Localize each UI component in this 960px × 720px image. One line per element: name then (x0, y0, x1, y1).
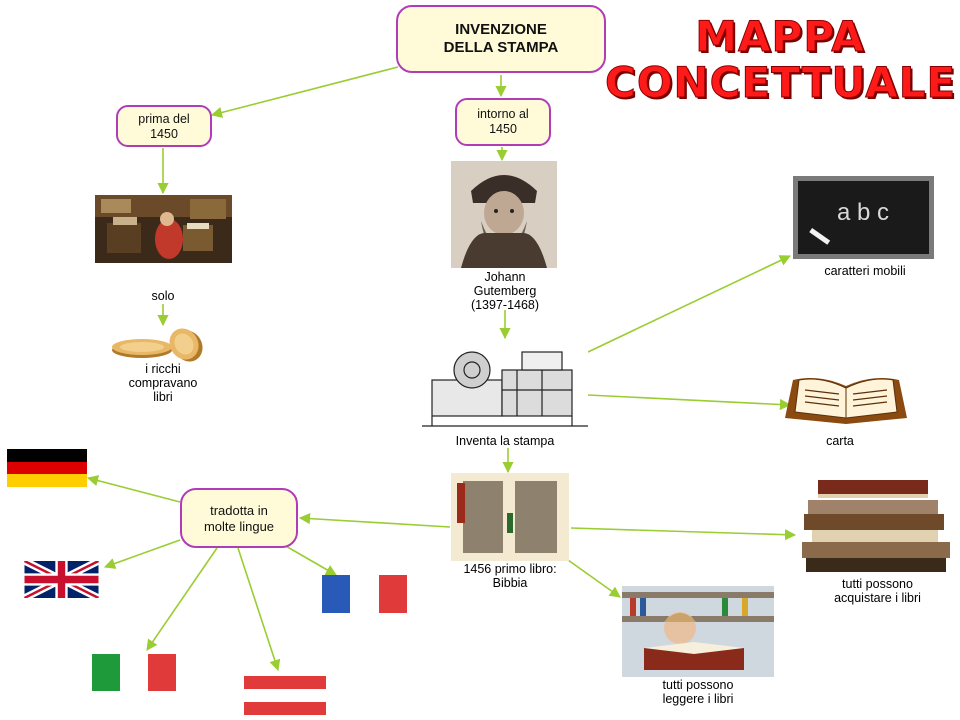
gutenberg-portrait (451, 161, 557, 268)
title-line1: MAPPA (695, 12, 865, 61)
french-flag (322, 575, 407, 613)
open-book-image (785, 378, 907, 424)
medieval-scribe-image (95, 195, 232, 263)
arrow-press-to-paper (587, 394, 792, 411)
austrian-flag (244, 676, 326, 715)
bible-page-image (451, 473, 569, 561)
caption-rich: i ricchi compravano libri (128, 362, 198, 404)
node-before-1450: prima del 1450 (116, 105, 212, 147)
arrow-translated-to-uk (103, 539, 181, 569)
arrow-bible-to-buy (570, 527, 797, 541)
caption-press: Inventa la stampa (455, 434, 555, 448)
arrow-bible-to-translated (298, 513, 451, 528)
caption-solo: solo (151, 289, 175, 303)
caption-paper: carta (826, 434, 854, 448)
arrow-translated-to-france (283, 544, 337, 576)
node-before-label: prima del 1450 (138, 112, 190, 141)
chalkboard-text: a b c (837, 199, 889, 226)
title-line2: CONCETTUALE (605, 58, 957, 107)
caption-gutenberg: Johann Gutemberg (1397-1468) (470, 270, 540, 312)
child-reading-image (622, 586, 774, 677)
caption-read: tutti possono leggere i libri (662, 678, 734, 706)
node-translated: tradotta in molte lingue (180, 488, 298, 548)
chalkboard-image: a b c (793, 176, 934, 259)
arrow-translated-to-german (86, 475, 181, 503)
printing-press-image (422, 340, 588, 432)
node-translated-label: tradotta in molte lingue (203, 503, 275, 534)
arrow-translated-to-italy (146, 547, 218, 651)
page-title: MAPPA CONCETTUALE (605, 12, 957, 107)
german-flag (7, 449, 87, 487)
caption-movable: caratteri mobili (824, 264, 906, 278)
node-root-label: INVENZIONE DELLA STAMPA (443, 21, 559, 56)
caption-buy: tutti possono acquistare i libri (834, 577, 921, 605)
node-around-1450: intorno al 1450 (455, 98, 551, 146)
italian-flag (92, 654, 176, 691)
book-stack-image (802, 480, 950, 572)
node-around-label: intorno al 1450 (477, 107, 529, 136)
arrow-press-to-movable (587, 255, 792, 353)
node-root: INVENZIONE DELLA STAMPA (396, 5, 606, 73)
arrow-translated-to-austria (237, 547, 281, 672)
uk-flag (22, 561, 101, 598)
arrow-root-to-before (210, 66, 399, 118)
caption-bible: 1456 primo libro: Bibbia (463, 562, 557, 590)
coins-image (112, 328, 203, 362)
arrow-bible-to-read (567, 559, 621, 598)
